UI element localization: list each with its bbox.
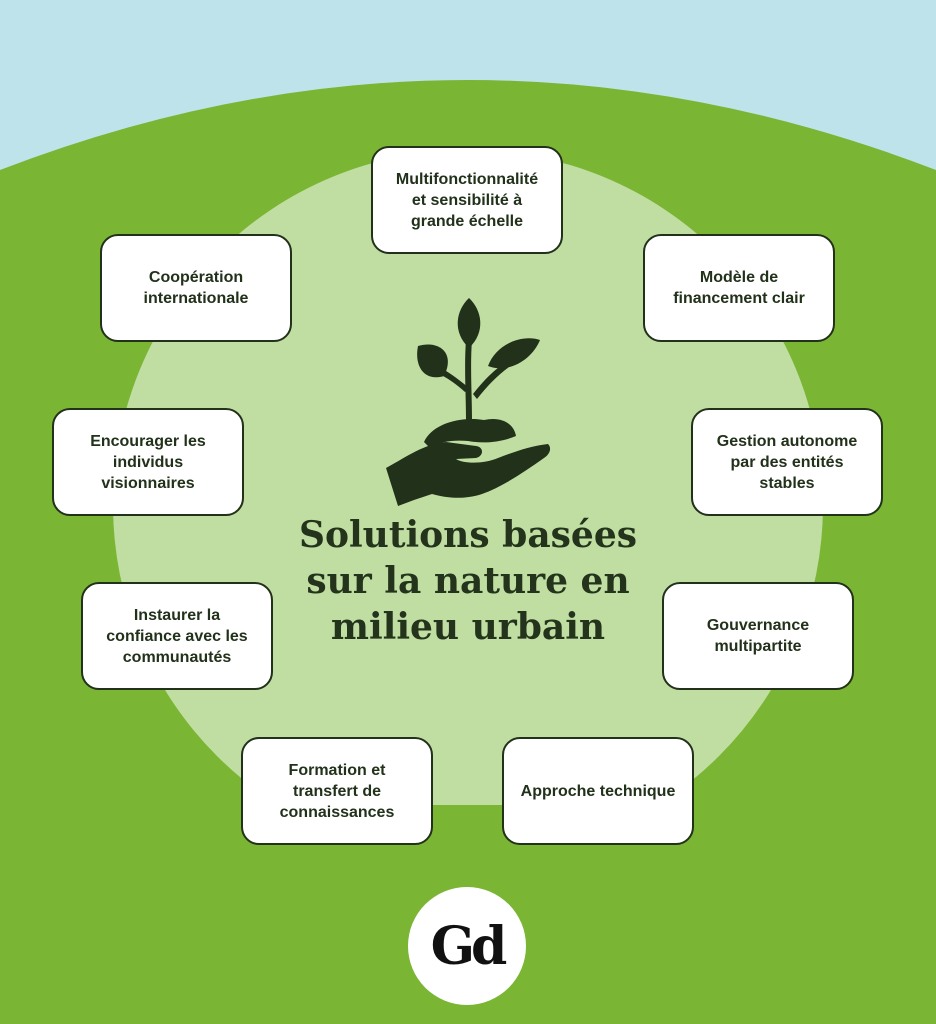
node-label: Coopération internationale	[143, 269, 249, 307]
node-label: Approche technique	[520, 782, 676, 800]
node-approche-technique: Approche technique	[502, 737, 694, 845]
node-encourager-individus: Encourager les individus visionnaires	[52, 408, 244, 516]
node-label: Encourager les individus visionnaires	[90, 432, 206, 492]
diagram-title: Solutions basées sur la nature en milieu…	[299, 514, 637, 648]
hand-holding-sprout-icon	[386, 298, 551, 506]
node-label: Gestion autonome par des entités stables	[716, 432, 858, 492]
node-multifonctionnalite: Multifonctionnalité et sensibilité à gra…	[371, 146, 563, 254]
logo-text: Gd	[430, 915, 508, 977]
node-label: Modèle de financement clair	[673, 269, 805, 307]
node-label: Gouvernance multipartite	[706, 617, 810, 655]
node-instaurer-confiance: Instaurer la confiance avec les communau…	[81, 582, 273, 690]
node-label: Multifonctionnalité et sensibilité à gra…	[395, 170, 539, 230]
gd-logo: Gd	[408, 887, 526, 1005]
node-gouvernance-multipartite: Gouvernance multipartite	[662, 582, 854, 690]
node-formation-transfert: Formation et transfert de connaissances	[241, 737, 433, 845]
node-gestion-autonome: Gestion autonome par des entités stables	[691, 408, 883, 516]
node-cooperation-internationale: Coopération internationale	[100, 234, 292, 342]
node-modele-financement: Modèle de financement clair	[643, 234, 835, 342]
node-label: Formation et transfert de connaissances	[279, 761, 395, 821]
node-label: Instaurer la confiance avec les communau…	[106, 606, 248, 666]
